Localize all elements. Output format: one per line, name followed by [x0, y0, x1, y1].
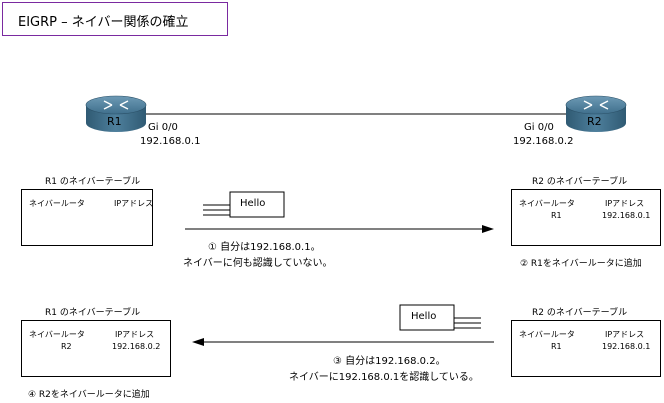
arrow-step1-head: [482, 225, 494, 233]
hello-packet-step2-icon: [399, 304, 481, 331]
col-neighbor-router: ネイバールータ: [519, 199, 575, 208]
arrow-step2-head: [192, 338, 204, 346]
r2-neighbor-table-step1: ネイバールータ IPアドレス R1 192.168.0.1: [511, 189, 661, 246]
note-step2-line1: ③ 自分は192.168.0.2。: [333, 356, 446, 367]
hello-packet-step1-icon: [203, 191, 285, 218]
r2-table-caption-step2: R2 のネイバーテーブル: [532, 308, 628, 318]
col-neighbor-router: ネイバールータ: [519, 330, 575, 339]
row-router: R1: [551, 211, 562, 220]
title-box: [2, 2, 228, 36]
col-neighbor-router: ネイバールータ: [29, 199, 85, 208]
r1-neighbor-table-step2: ネイバールータ IPアドレス R2 192.168.0.2: [21, 320, 171, 377]
page-title: EIGRP – ネイバー関係の確立: [18, 15, 189, 30]
r1-neighbor-table-step1: ネイバールータ IPアドレス: [21, 189, 153, 246]
row-ip: 192.168.0.2: [112, 342, 161, 351]
r2-interface: Gi 0/0: [524, 122, 554, 133]
note-step1-line2: ネイバーに何も認識していない。: [183, 258, 333, 269]
row-router: R2: [61, 342, 72, 351]
r1-ip: 192.168.0.1: [140, 136, 201, 147]
router-r1-icon: [85, 95, 147, 132]
r2-table-caption-step1: R2 のネイバーテーブル: [532, 177, 628, 187]
row-router: R1: [551, 342, 562, 351]
note-step2-left: ④ R2をネイバールータに追加: [28, 390, 150, 400]
row-ip: 192.168.0.1: [602, 342, 651, 351]
hello-label-step1: Hello: [240, 198, 266, 209]
router-r1-label: R1: [107, 115, 122, 128]
router-r2-label: R2: [587, 115, 602, 128]
r1-interface: Gi 0/0: [148, 122, 178, 133]
r2-neighbor-table-step2: ネイバールータ IPアドレス R1 192.168.0.1: [511, 320, 661, 377]
router-r2-icon: [565, 95, 627, 132]
col-ip-address: IPアドレス: [605, 330, 645, 339]
col-ip-address: IPアドレス: [115, 330, 155, 339]
col-neighbor-router: ネイバールータ: [29, 330, 85, 339]
col-ip-address: IPアドレス: [605, 199, 645, 208]
note-step1-line1: ① 自分は192.168.0.1。: [208, 242, 321, 253]
r2-ip: 192.168.0.2: [513, 136, 574, 147]
r1-table-caption-step1: R1 のネイバーテーブル: [45, 177, 141, 187]
col-ip-address: IPアドレス: [114, 199, 154, 208]
note-step1-right: ② R1をネイバールータに追加: [520, 259, 642, 269]
hello-label-step2: Hello: [411, 311, 437, 322]
r1-table-caption-step2: R1 のネイバーテーブル: [45, 308, 141, 318]
note-step2-line2: ネイバーに192.168.0.1を認識している。: [289, 372, 479, 383]
row-ip: 192.168.0.1: [602, 211, 651, 220]
